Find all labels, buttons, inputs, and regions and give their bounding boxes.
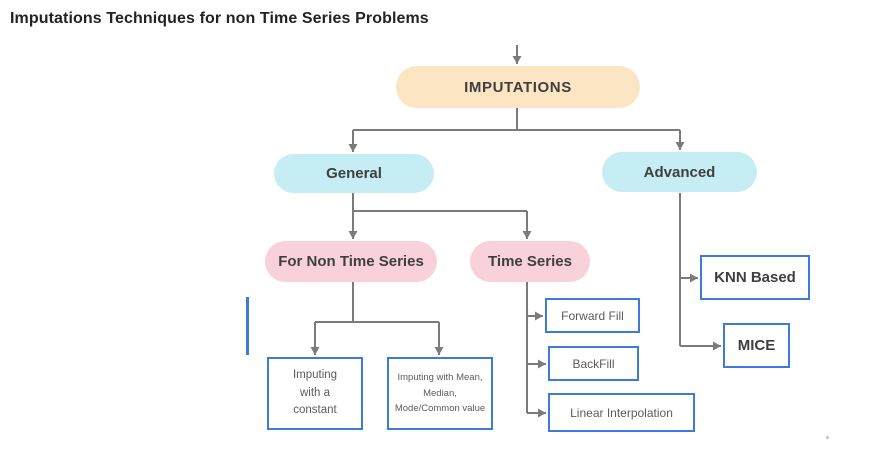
node-backfill: BackFill — [548, 346, 639, 381]
blue-artifact-line — [246, 297, 249, 355]
node-for-non-time-series: For Non Time Series — [265, 241, 437, 282]
node-time-series: Time Series — [470, 241, 590, 282]
node-imputing-with-constant: Imputing with a constant — [267, 357, 363, 430]
node-mice: MICE — [723, 323, 790, 368]
node-linear-interpolation: Linear Interpolation — [548, 393, 695, 432]
node-knn-based: KNN Based — [700, 255, 810, 300]
gray-artifact-dot — [826, 436, 829, 439]
node-advanced: Advanced — [602, 152, 757, 192]
diagram-title: Imputations Techniques for non Time Seri… — [10, 10, 429, 27]
node-forward-fill: Forward Fill — [545, 298, 640, 333]
node-imputations: IMPUTATIONS — [396, 66, 640, 108]
node-general: General — [274, 154, 434, 193]
node-imputing-with-mean-median-mode: Imputing with Mean, Median, Mode/Common … — [387, 357, 493, 430]
